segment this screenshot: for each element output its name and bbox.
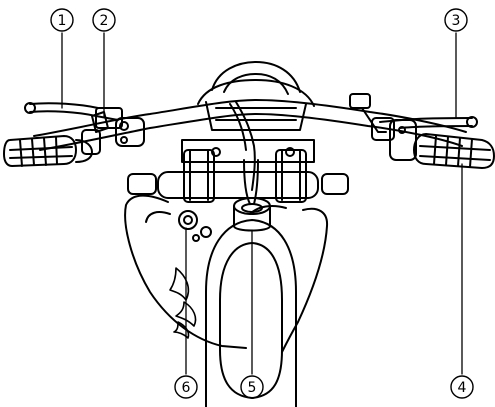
- callout-6-ring: [174, 375, 198, 399]
- throttle-grip: [413, 133, 495, 169]
- fork-cap-bolt: [178, 210, 212, 242]
- callout-4-label: ④: [462, 386, 463, 388]
- callout-1: 1: [58, 13, 67, 29]
- callout-5: 5: [248, 380, 257, 396]
- callout-3-label: ③: [456, 19, 457, 21]
- callout-4-ring: [450, 375, 474, 399]
- throttle-housing: [361, 107, 417, 161]
- callout-1-ring: [50, 8, 74, 32]
- callout-3-ring: [444, 8, 468, 32]
- callout-4: 4: [458, 380, 467, 396]
- callout-3: 3: [452, 13, 461, 29]
- leader-lines: [61, 32, 463, 375]
- fork-assembly: [127, 139, 349, 203]
- headlight-cowl: [197, 61, 315, 107]
- steering-stem: [229, 101, 259, 205]
- callout-2-ring: [92, 8, 116, 32]
- callout-2: 2: [100, 13, 109, 29]
- callout-5-label: ⑤: [252, 386, 253, 388]
- callout-6-label: ⑥: [186, 386, 187, 388]
- callout-6: 6: [182, 380, 191, 396]
- left-switch-housing: [81, 111, 145, 155]
- steering-head-cap: [233, 197, 271, 232]
- fender-stripes: [169, 267, 197, 339]
- callout-marks: [50, 8, 474, 399]
- callout-2-label: ②: [104, 19, 105, 21]
- callout-1-label: ①: [62, 19, 63, 21]
- left-grip: [3, 135, 93, 167]
- callout-5-ring: [240, 375, 264, 399]
- front-tire: [205, 219, 297, 407]
